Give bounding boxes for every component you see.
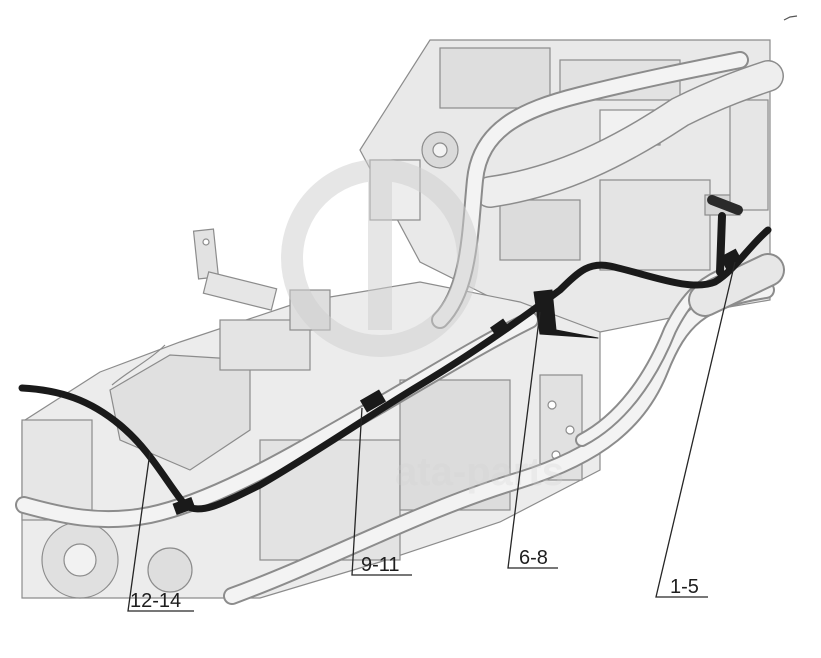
callout-9-11: 9-11 [351, 407, 412, 576]
callout-1-5: 1-5 [655, 261, 736, 598]
wiring-harness [18, 195, 772, 516]
harness-branch [716, 212, 726, 276]
engine-housing [599, 179, 711, 271]
harness-clip-mid [490, 318, 510, 338]
watermark-text: ata-parts [395, 450, 564, 494]
actuator-cylinder [202, 271, 278, 311]
mounting-hole-2 [565, 425, 575, 435]
harness-clip-9-11 [359, 389, 387, 413]
watermark: ata-parts [281, 159, 564, 494]
gearbox-top [109, 354, 251, 471]
callout-12-14: 12-14 [127, 451, 194, 612]
output-flange-hub [63, 543, 97, 577]
engine-flange [729, 99, 769, 211]
exhaust-muffler-body [690, 255, 783, 315]
engine-fitting [432, 142, 448, 158]
shift-actuator [111, 228, 278, 386]
harness-main [18, 226, 772, 513]
callout-1-5-label: 1-5 [670, 576, 699, 598]
callout-12-14-leader [127, 451, 194, 612]
engine-pump [499, 199, 581, 261]
harness-clip-1-5 [719, 248, 743, 270]
callout-1-5-leader [655, 261, 736, 598]
coupling [147, 547, 193, 593]
callout-12-14-label: 12-14 [130, 590, 181, 612]
watermark-logo-ring [281, 159, 479, 357]
bracket-hole [202, 238, 210, 246]
harness-branch-connector [707, 195, 743, 215]
callout-6-8-label: 6-8 [519, 547, 548, 569]
callout-9-11-leader [351, 407, 412, 576]
turbo-pipe [475, 61, 783, 207]
callout-6-8: 6-8 [507, 311, 558, 569]
mounting-hole-1 [547, 400, 557, 410]
illustration: ata-parts [15, 39, 785, 605]
callout-6-8-leader [507, 311, 558, 569]
harness-clip-12-14 [172, 496, 196, 516]
engine-cover [439, 47, 551, 109]
watermark-logo-bar [368, 180, 392, 330]
callouts: 12-14 9-11 6-8 1-5 [127, 261, 736, 612]
actuator-line [111, 344, 166, 386]
callout-9-11-label: 9-11 [361, 554, 400, 576]
corner-mark [783, 15, 798, 21]
harness-bracket-6-8 [533, 289, 599, 339]
lower-right-pipe [225, 283, 773, 603]
upright-bracket [192, 228, 220, 280]
